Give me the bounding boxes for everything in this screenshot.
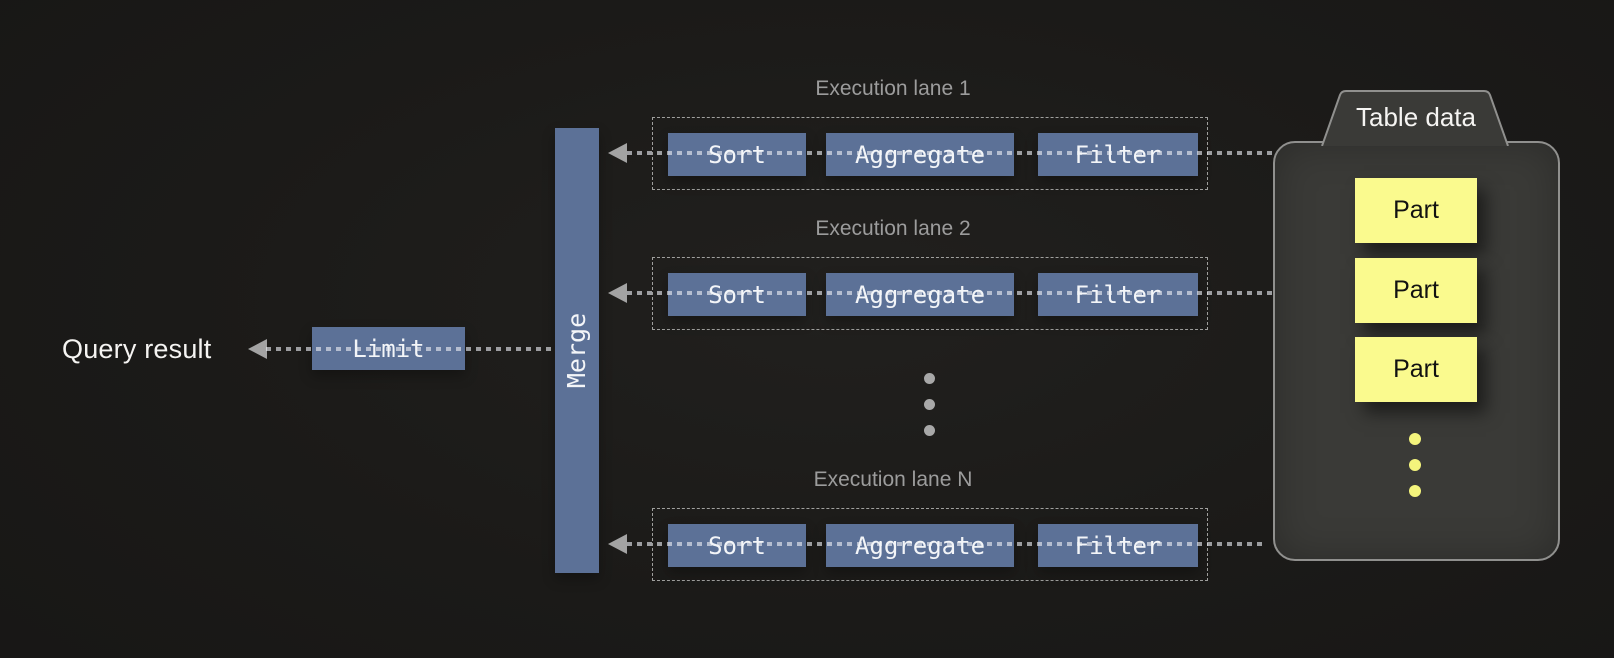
- filter-operator-label: Filter: [1074, 280, 1162, 309]
- aggregate-operator-label: Aggregate: [854, 140, 986, 169]
- part-label: Part: [1393, 196, 1439, 224]
- dataflow-connector-lane-2: [627, 291, 1272, 295]
- ellipsis-dot: [1409, 459, 1421, 471]
- arrow-left-icon: [608, 143, 627, 163]
- part-block: Part: [1355, 178, 1477, 243]
- table-data-title: Table data: [1356, 102, 1476, 132]
- dataflow-connector-lane-n: [627, 542, 1262, 546]
- lanes-ellipsis-icon: [924, 373, 935, 436]
- part-block: Part: [1355, 258, 1477, 323]
- part-block: Part: [1355, 337, 1477, 402]
- sort-operator-label: Sort: [708, 280, 766, 309]
- execution-lane-2: Sort Aggregate Filter: [652, 257, 1208, 330]
- execution-lane-n: Sort Aggregate Filter: [652, 508, 1208, 581]
- part-label: Part: [1393, 355, 1439, 383]
- sort-operator-label: Sort: [708, 140, 766, 169]
- execution-lane-1: Sort Aggregate Filter: [652, 117, 1208, 190]
- part-label: Part: [1393, 276, 1439, 304]
- aggregate-operator-label: Aggregate: [854, 531, 986, 560]
- filter-operator-label: Filter: [1074, 531, 1162, 560]
- filter-operator-label: Filter: [1074, 140, 1162, 169]
- ellipsis-dot: [924, 425, 935, 436]
- sort-operator-label: Sort: [708, 531, 766, 560]
- dataflow-connector-limit: [266, 347, 555, 351]
- aggregate-operator-label: Aggregate: [854, 280, 986, 309]
- table-data-tab: [1321, 90, 1509, 146]
- aggregate-operator: Aggregate: [826, 133, 1014, 176]
- lane-2-title: Execution lane 2: [815, 217, 971, 240]
- merge-operator-label: Merge: [562, 312, 592, 389]
- lane-n-title: Execution lane N: [813, 468, 973, 491]
- ellipsis-dot: [924, 399, 935, 410]
- lane-1-title: Execution lane 1: [815, 77, 971, 100]
- aggregate-operator: Aggregate: [826, 273, 1014, 316]
- arrow-left-icon: [248, 339, 267, 359]
- merge-operator: Merge: [555, 128, 599, 573]
- query-result-label: Query result: [62, 334, 212, 364]
- ellipsis-dot: [924, 373, 935, 384]
- arrow-left-icon: [608, 283, 627, 303]
- parts-ellipsis-icon: [1409, 433, 1421, 497]
- ellipsis-dot: [1409, 433, 1421, 445]
- dataflow-connector-lane-1: [627, 151, 1272, 155]
- aggregate-operator: Aggregate: [826, 524, 1014, 567]
- ellipsis-dot: [1409, 485, 1421, 497]
- arrow-left-icon: [608, 534, 627, 554]
- limit-operator-label: Limit: [352, 334, 425, 363]
